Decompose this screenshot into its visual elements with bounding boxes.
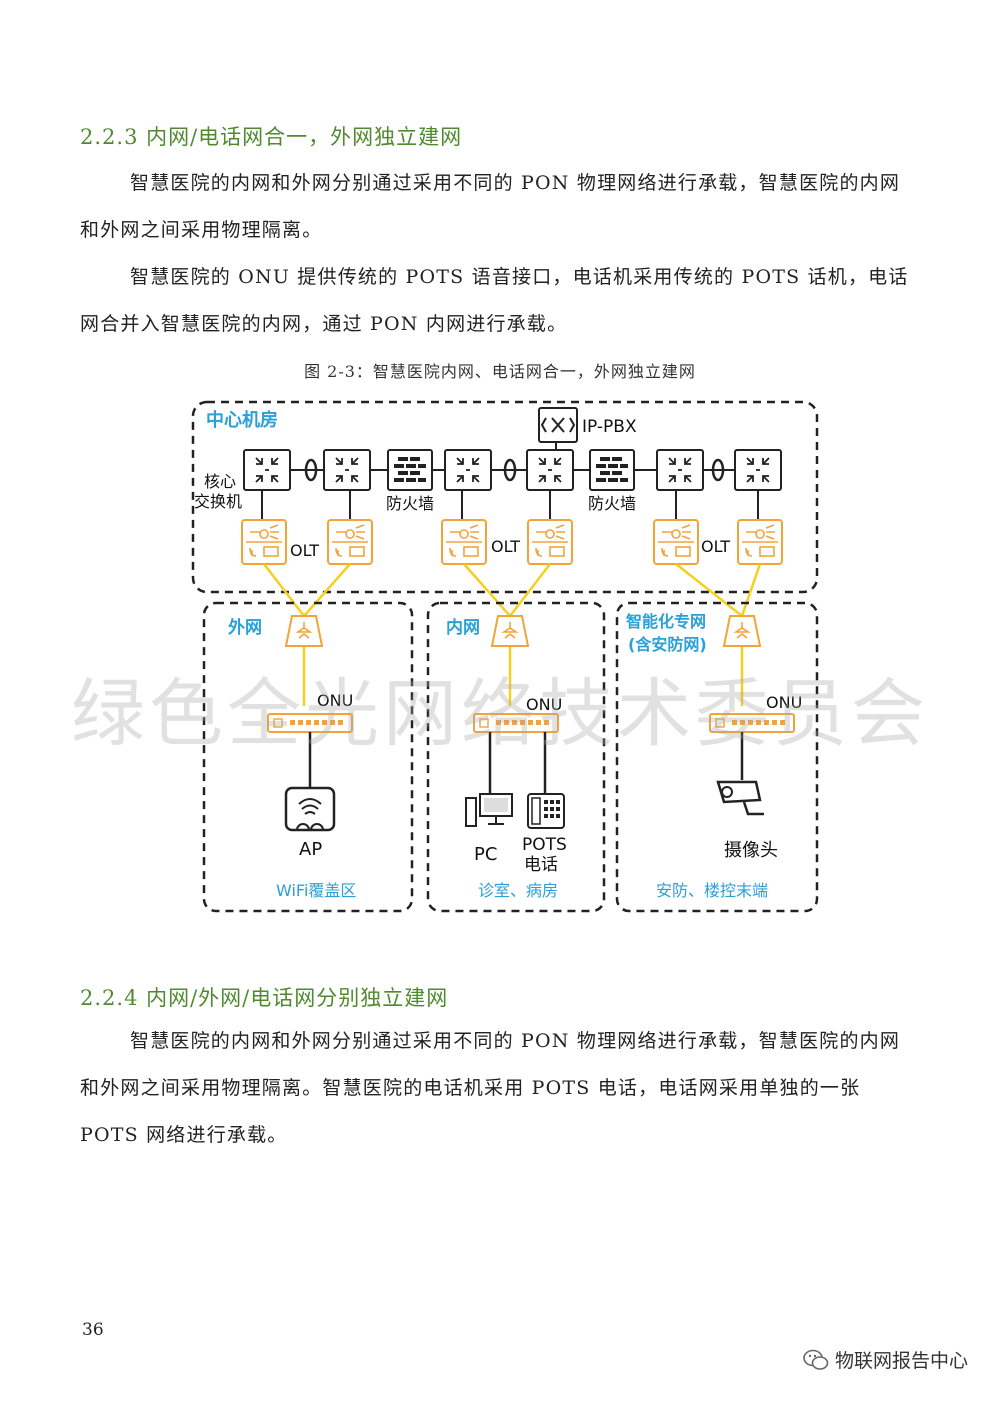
olt-icon (441, 519, 487, 565)
olt-icon (327, 519, 373, 565)
ippbx-label: IP-PBX (582, 417, 637, 437)
page-number: 36 (82, 1320, 104, 1340)
core-switch-icon (243, 449, 291, 491)
core-switch-label: 交换机 (194, 492, 242, 511)
olt-label: OLT (701, 537, 730, 556)
splitter-icon (723, 615, 761, 647)
internal-zone-box (426, 601, 606, 913)
footer-brand: 物联网报告中心 (803, 1346, 968, 1373)
smart-zone-box (615, 601, 819, 913)
footer-brand-label: 物联网报告中心 (834, 1350, 968, 1372)
center-room-title: 中心机房 (206, 409, 278, 431)
onu-icon (473, 713, 559, 733)
splitter-icon (491, 615, 529, 647)
wechat-icon (803, 1349, 829, 1370)
olt-icon (241, 519, 287, 565)
paragraph: 智慧医院的内网和外网分别通过采用不同的 PON 物理网络进行承载，智慧医院的内网… (80, 1030, 901, 1146)
external-zone-title: 外网 (228, 617, 262, 638)
ippbx-icon (538, 407, 578, 443)
firewall-icon (387, 449, 433, 491)
external-area-label: WiFi覆盖区 (276, 881, 356, 900)
onu-label: ONU (526, 695, 562, 714)
internal-zone-title: 内网 (446, 617, 480, 638)
smart-zone-subtitle: (含安防网) (628, 635, 707, 654)
olt-label: OLT (290, 541, 319, 560)
firewall-label: 防火墙 (386, 494, 434, 513)
pc-label: PC (474, 844, 497, 865)
onu-icon (709, 713, 795, 733)
wifi-ap-icon (284, 786, 336, 832)
internal-area-label: 诊室、病房 (478, 881, 558, 900)
pots-phone-icon (527, 793, 565, 829)
core-switch-icon (323, 449, 371, 491)
pots-label: POTS (522, 835, 567, 855)
camera-icon (716, 780, 764, 816)
network-diagram: 中心机房 IP-PBX 防火墙 防火墙 核心 交换机 OLT OLT OLT (191, 400, 819, 913)
paragraph: 智慧医院的内网和外网分别通过采用不同的 PON 物理网络进行承载，智慧医院的内网… (80, 172, 901, 241)
figure-caption: 图 2-3：智慧医院内网、电话网合一，外网独立建网 (304, 362, 696, 381)
section-heading-2-2-3: 2.2.3 内网/电话网合一，外网独立建网 (80, 125, 463, 149)
core-switch-icon (734, 449, 782, 491)
center-room-box (191, 400, 819, 594)
ap-label: AP (299, 839, 322, 860)
core-switch-icon (656, 449, 704, 491)
olt-icon (527, 519, 573, 565)
splitter-icon (285, 615, 323, 647)
olt-icon (737, 519, 783, 565)
onu-icon (267, 713, 353, 733)
firewall-label: 防火墙 (588, 494, 636, 513)
onu-label: ONU (317, 691, 353, 710)
pc-icon (465, 793, 513, 827)
camera-label: 摄像头 (724, 840, 778, 861)
paragraph: 智慧医院的 ONU 提供传统的 POTS 语音接口，电话机采用传统的 POTS … (80, 266, 909, 335)
olt-icon (653, 519, 699, 565)
phone-label: 电话 (524, 855, 558, 875)
smart-area-label: 安防、楼控末端 (656, 881, 768, 900)
olt-label: OLT (491, 537, 520, 556)
smart-zone-title: 智能化专网 (626, 612, 706, 631)
onu-label: ONU (766, 693, 802, 712)
section-heading-2-2-4: 2.2.4 内网/外网/电话网分别独立建网 (80, 986, 449, 1010)
external-zone-box (202, 601, 414, 913)
core-switch-icon (444, 449, 492, 491)
firewall-icon (589, 449, 635, 491)
core-switch-label: 核心 (204, 472, 236, 491)
core-switch-icon (526, 449, 574, 491)
